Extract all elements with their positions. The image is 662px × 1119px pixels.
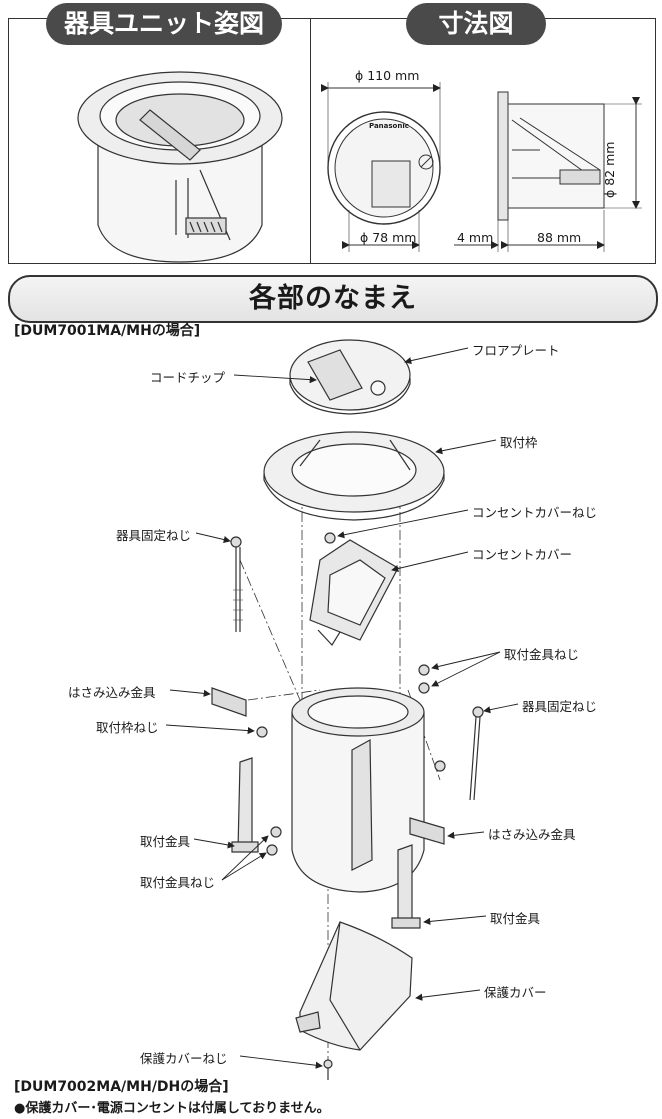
brand-mark: Panasonic (369, 122, 409, 130)
top-divider (310, 18, 311, 263)
label-fixing-screw-right: 器具固定ねじ (522, 699, 598, 714)
note-text: ●保護カバー･電源コンセントは付属しておりません。 (14, 1101, 330, 1116)
dimension-title: 寸法図 (406, 3, 546, 45)
label-fixing-screw-left: 器具固定ねじ (116, 528, 192, 543)
dim-depth: 88 mm (537, 230, 582, 245)
label-clip-right: はさみ込み金具 (488, 827, 576, 842)
label-bracket-screw-right: 取付金具ねじ (504, 647, 580, 662)
unit-illustration (77, 71, 283, 263)
model-label-2: [DUM7002MA/MH/DHの場合] (14, 1079, 229, 1095)
label-outlet-cover: コンセントカバー (472, 547, 573, 562)
label-frame-screw: 取付枠ねじ (96, 720, 159, 735)
label-bracket-right: 取付金具 (490, 911, 541, 926)
label-clip-left: はさみ込み金具 (68, 685, 156, 700)
label-mount-frame: 取付枠 (500, 435, 538, 450)
dim-outer-diameter: ϕ 110 mm (355, 68, 420, 83)
section-title: 各部のなまえ (249, 283, 417, 314)
label-protective-cover-screw: 保護カバーねじ (140, 1051, 228, 1066)
dimension-drawing (321, 82, 642, 252)
unit-view-title: 器具ユニット姿図 (46, 3, 282, 45)
label-outlet-cover-screw: コンセントカバーねじ (472, 505, 598, 520)
leader-lines (165, 347, 519, 1069)
label-bracket-screw-left: 取付金具ねじ (140, 875, 216, 890)
label-protective-cover: 保護カバー (484, 985, 547, 1000)
dim-height: ϕ 82 mm (602, 141, 617, 198)
dim-flange: 4 mm (457, 230, 494, 245)
label-cord-chip: コードチップ (150, 370, 226, 385)
top-frame (8, 18, 656, 264)
section-header: 各部のなまえ (8, 275, 658, 323)
dim-inner-diameter: ϕ 78 mm (360, 230, 417, 245)
model-label-1: [DUM7001MA/MHの場合] (14, 323, 201, 339)
label-floor-plate: フロアプレート (472, 343, 560, 358)
label-bracket-left: 取付金具 (140, 834, 191, 849)
exploded-view (211, 339, 484, 1080)
